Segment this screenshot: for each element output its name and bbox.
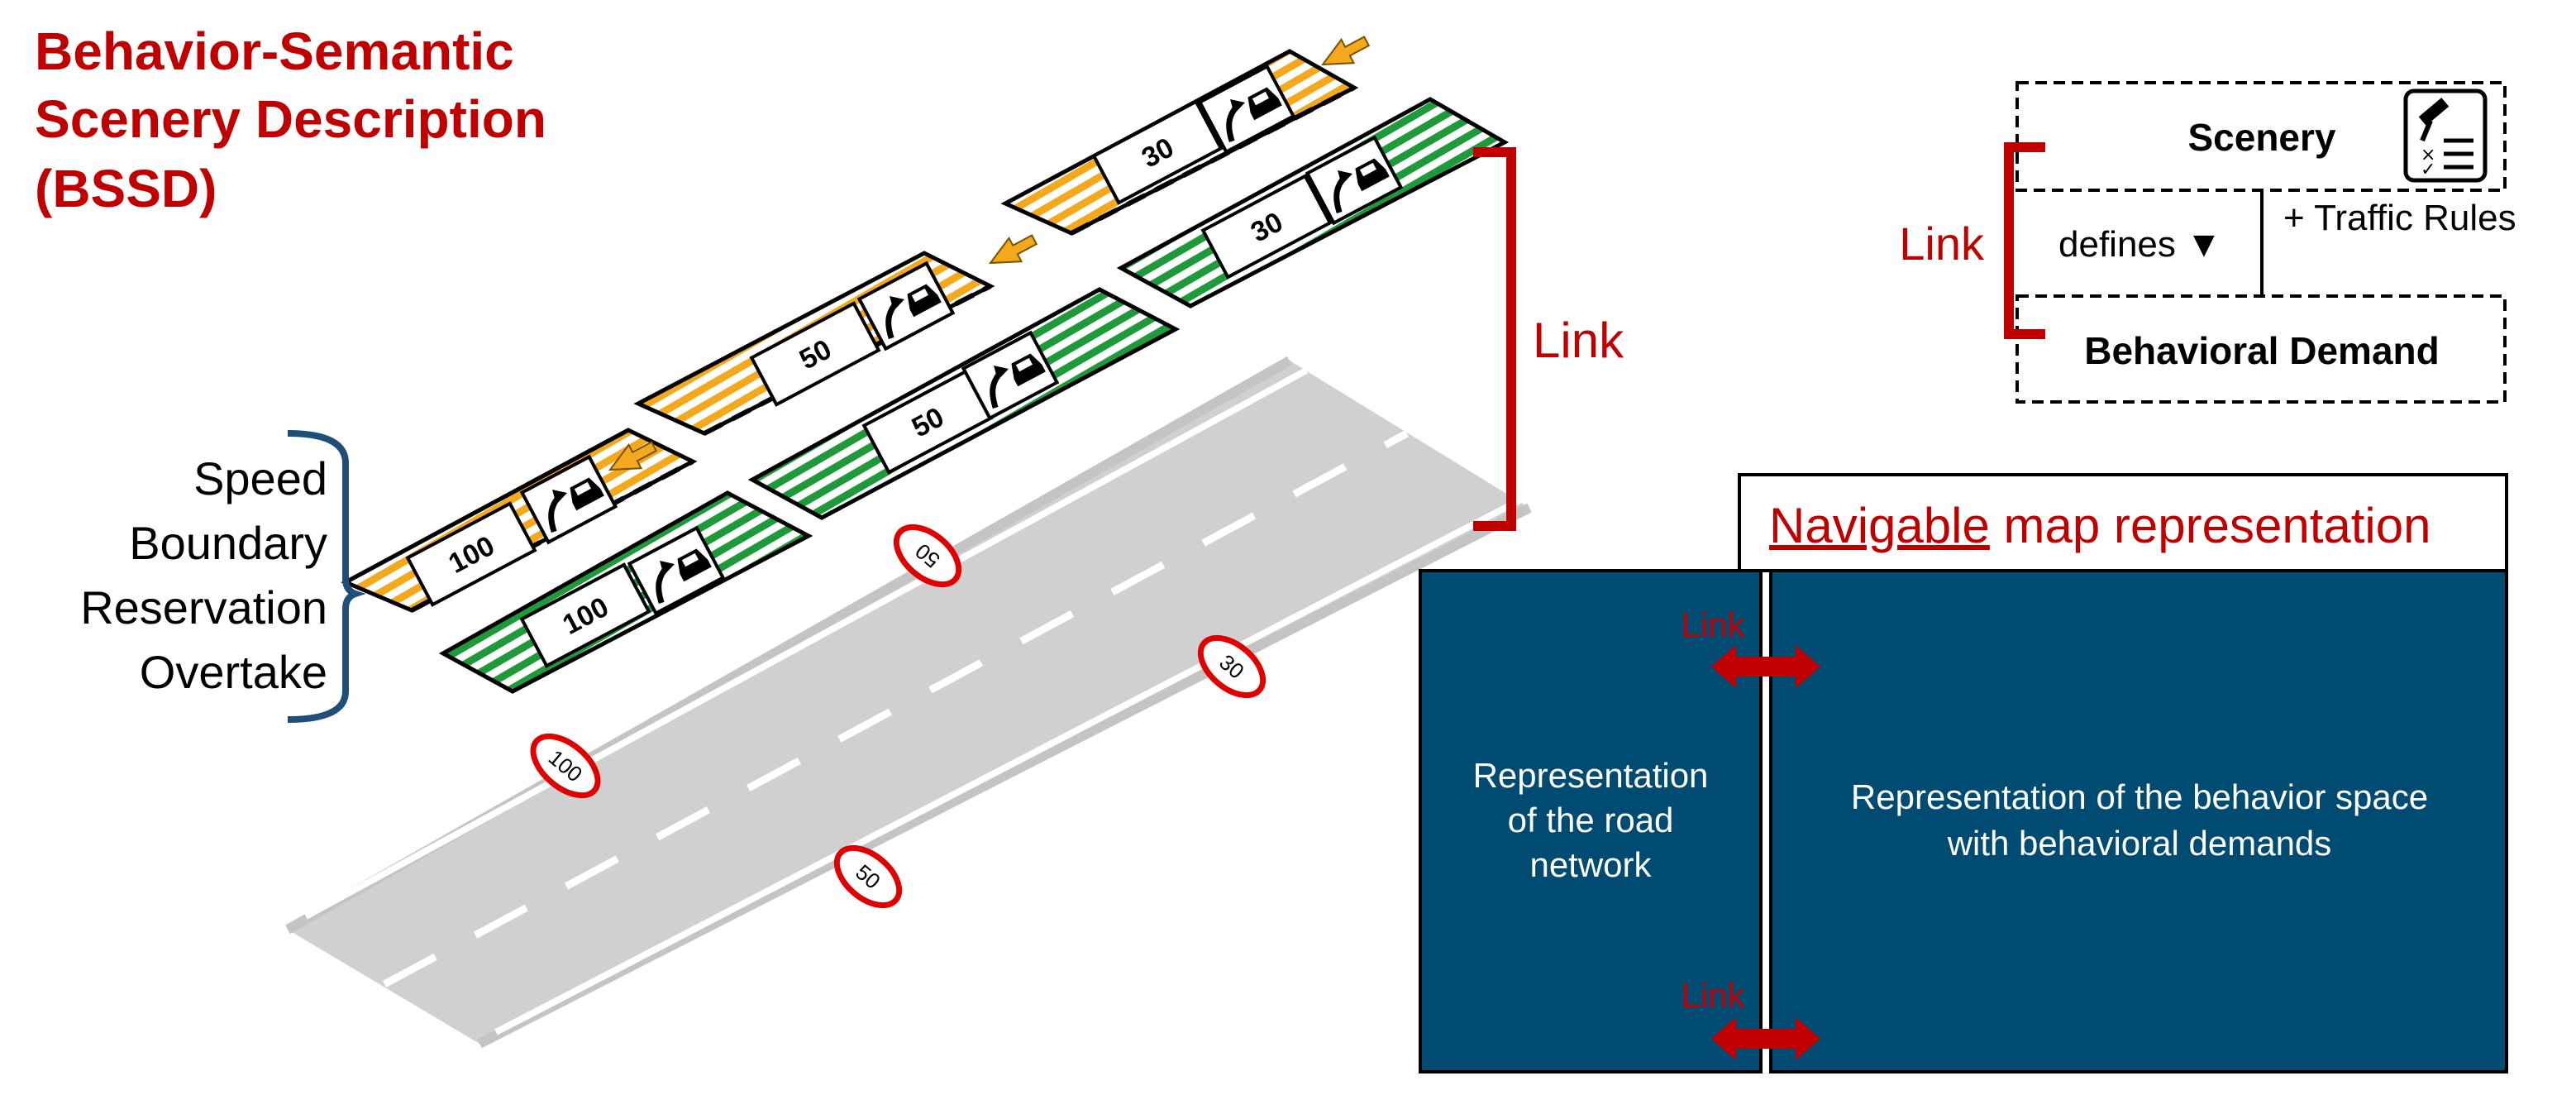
bidirectional-arrow-icon-top xyxy=(1711,645,1820,688)
road-link-label: Link xyxy=(1533,313,1624,368)
scenery-label: Scenery xyxy=(2187,116,2335,159)
speed-box-a-100: 100 xyxy=(405,501,537,607)
road-network-text-3: network xyxy=(1529,845,1652,884)
direction-arrow-icon-2 xyxy=(983,227,1042,276)
behavioral-demand-label: Behavioral Demand xyxy=(2084,329,2439,372)
road-sign-50-lower: 50 xyxy=(833,844,903,909)
legend-link-label: Link xyxy=(1899,218,1985,270)
road-sign-100: 100 xyxy=(530,733,601,799)
road-sign-50-upper: 50 xyxy=(893,524,962,588)
map-panel: Navigable map representation Representat… xyxy=(1419,473,2508,1073)
layer-label-boundary: Boundary xyxy=(129,517,327,569)
speed-box-a-30: 30 xyxy=(1091,99,1224,205)
road-sign-30: 30 xyxy=(1197,634,1267,699)
layer-label-speed: Speed xyxy=(193,452,327,504)
speed-box-a-50: 50 xyxy=(749,301,881,407)
layer-label-overtake: Overtake xyxy=(140,646,327,698)
title-line-3: (BSSD) xyxy=(35,159,217,218)
road xyxy=(285,356,1532,1049)
bidirectional-arrow-icon-bottom xyxy=(1711,1017,1820,1060)
map-link-label-top: Link xyxy=(1681,605,1745,644)
behavioral-demand-box xyxy=(2015,294,2507,404)
road-link-bracket xyxy=(1473,147,1516,531)
map-link-label-bottom: Link xyxy=(1681,976,1745,1015)
legend: Scenery × ✓ Behavioral Demand defines ▼ … xyxy=(1899,81,2516,404)
rules-icon: × ✓ xyxy=(2403,88,2488,183)
road-network-box xyxy=(1419,569,1763,1073)
speed-box-b-50: 50 xyxy=(861,369,994,475)
title-line-2: Scenery Description xyxy=(35,89,546,149)
road-network-text-2: of the road xyxy=(1508,801,1674,839)
traffic-rules-label: + Traffic Rules xyxy=(2283,198,2516,238)
title-line-1: Behavior-Semantic xyxy=(35,22,514,81)
svg-text:×: × xyxy=(2421,145,2435,165)
road-network-text-1: Representation xyxy=(1473,756,1709,795)
map-title: Navigable map representation xyxy=(1769,498,2431,553)
svg-text:✓: ✓ xyxy=(2421,160,2435,180)
layers-brace xyxy=(287,430,366,723)
speed-box-b-30: 30 xyxy=(1200,174,1333,280)
behavior-space-box xyxy=(1769,569,2508,1073)
defines-label: defines ▼ xyxy=(2058,224,2222,265)
layer-label-reservation: Reservation xyxy=(80,581,327,634)
legend-link-bracket xyxy=(2004,142,2045,339)
behavior-space-text-2: with behavioral demands xyxy=(1947,824,2332,863)
behavior-space-text-1: Representation of the behavior space xyxy=(1851,777,2428,816)
speed-box-b-100: 100 xyxy=(519,562,651,668)
